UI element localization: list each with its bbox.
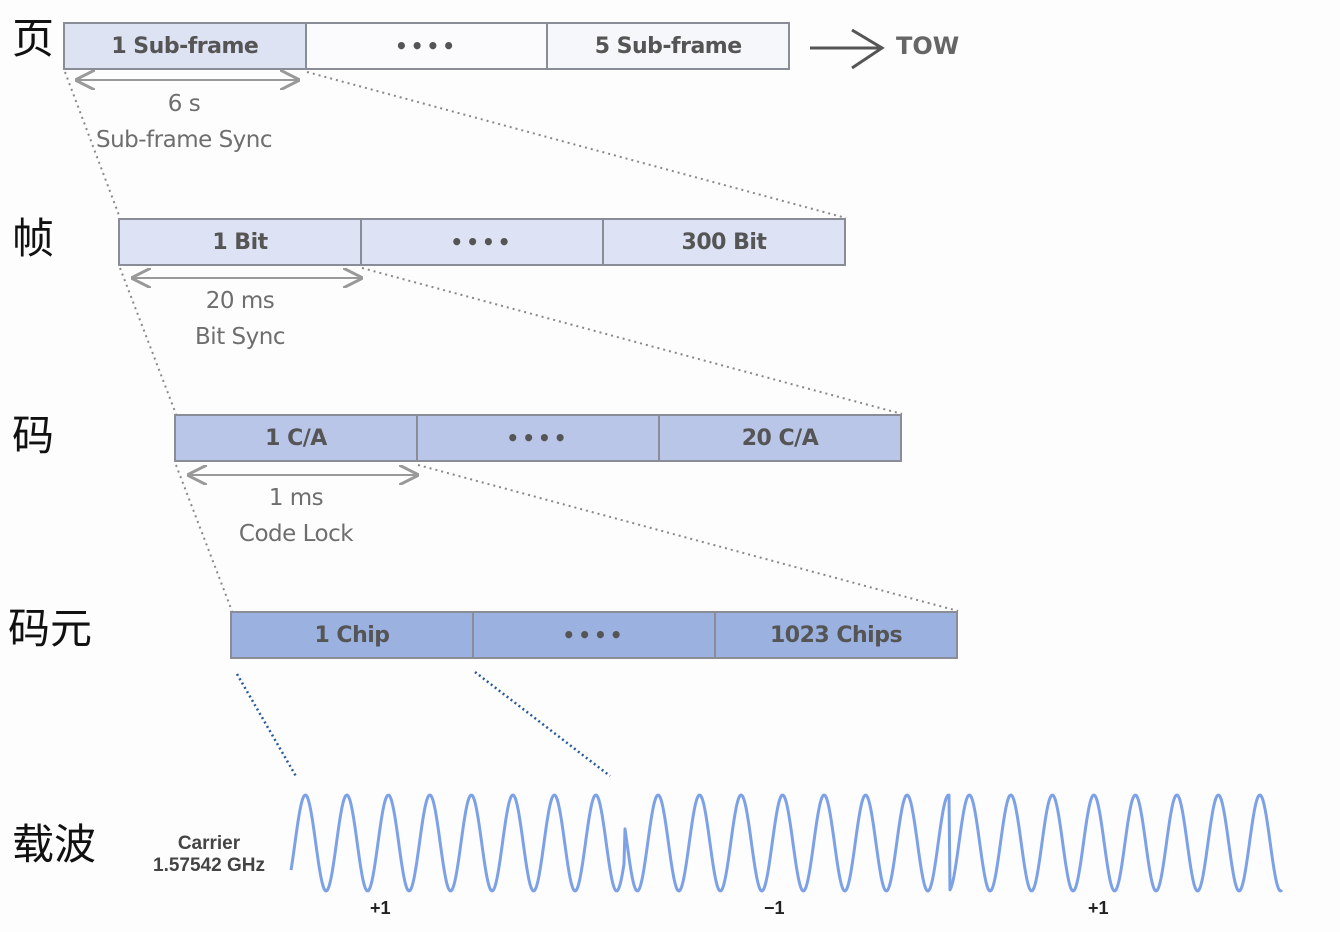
segment-ellipsis: •••• <box>418 416 660 460</box>
segment-first: 1 C/A <box>176 416 418 460</box>
phase-sign-3: +1 <box>1088 898 1109 918</box>
zoom-line-left-2 <box>119 267 177 415</box>
zoom-line-left-4 <box>235 673 299 779</box>
segment-ellipsis: •••• <box>474 613 716 657</box>
subframe-bar: 1 Sub-frame •••• 5 Sub-frame <box>63 22 790 70</box>
dim-value-1: 20 ms <box>205 288 275 314</box>
dim-value-2: 1 ms <box>268 485 324 511</box>
segment-ellipsis: •••• <box>306 24 549 68</box>
ca-code-bar: 1 C/A •••• 20 C/A <box>174 414 902 462</box>
segment-first: 1 Chip <box>232 613 474 657</box>
carrier-label: Carrier 1.57542 GHz <box>138 833 280 877</box>
segment-last: 300 Bit <box>604 220 844 264</box>
dim-caption-1: Bit Sync <box>195 324 285 350</box>
level-label-code: 码 <box>12 411 55 460</box>
segment-last: 5 Sub-frame <box>548 24 789 68</box>
segment-ellipsis: •••• <box>362 220 604 264</box>
tow-label: TOW <box>896 32 960 60</box>
segment-last: 20 C/A <box>660 416 900 460</box>
zoom-line-right-3 <box>417 464 959 612</box>
phase-sign-2: −1 <box>764 898 785 918</box>
segment-first: 1 Sub-frame <box>65 24 307 68</box>
zoom-line-right-2 <box>361 267 903 415</box>
dim-value-0: 6 s <box>167 91 201 117</box>
level-label-frame: 帧 <box>12 214 55 263</box>
zoom-line-left-1 <box>64 71 121 219</box>
zoom-line-left-3 <box>175 464 233 612</box>
level-label-chip: 码元 <box>8 604 93 653</box>
carrier-name: Carrier <box>177 833 241 854</box>
carrier-frequency: 1.57542 GHz <box>153 855 265 876</box>
zoom-line-right-1 <box>306 71 847 219</box>
dim-caption-0: Sub-frame Sync <box>95 127 273 153</box>
dim-caption-2: Code Lock <box>238 521 354 547</box>
phase-sign-1: +1 <box>370 898 391 918</box>
bit-bar: 1 Bit •••• 300 Bit <box>118 218 846 266</box>
carrier-wave <box>289 793 1284 893</box>
chip-bar: 1 Chip •••• 1023 Chips <box>230 611 958 659</box>
level-label-carrier: 载波 <box>12 820 97 869</box>
segment-first: 1 Bit <box>120 220 362 264</box>
segment-last: 1023 Chips <box>716 613 956 657</box>
level-label-page: 页 <box>12 14 55 63</box>
tow-arrow-icon <box>810 28 885 70</box>
zoom-line-right-4 <box>474 671 611 777</box>
